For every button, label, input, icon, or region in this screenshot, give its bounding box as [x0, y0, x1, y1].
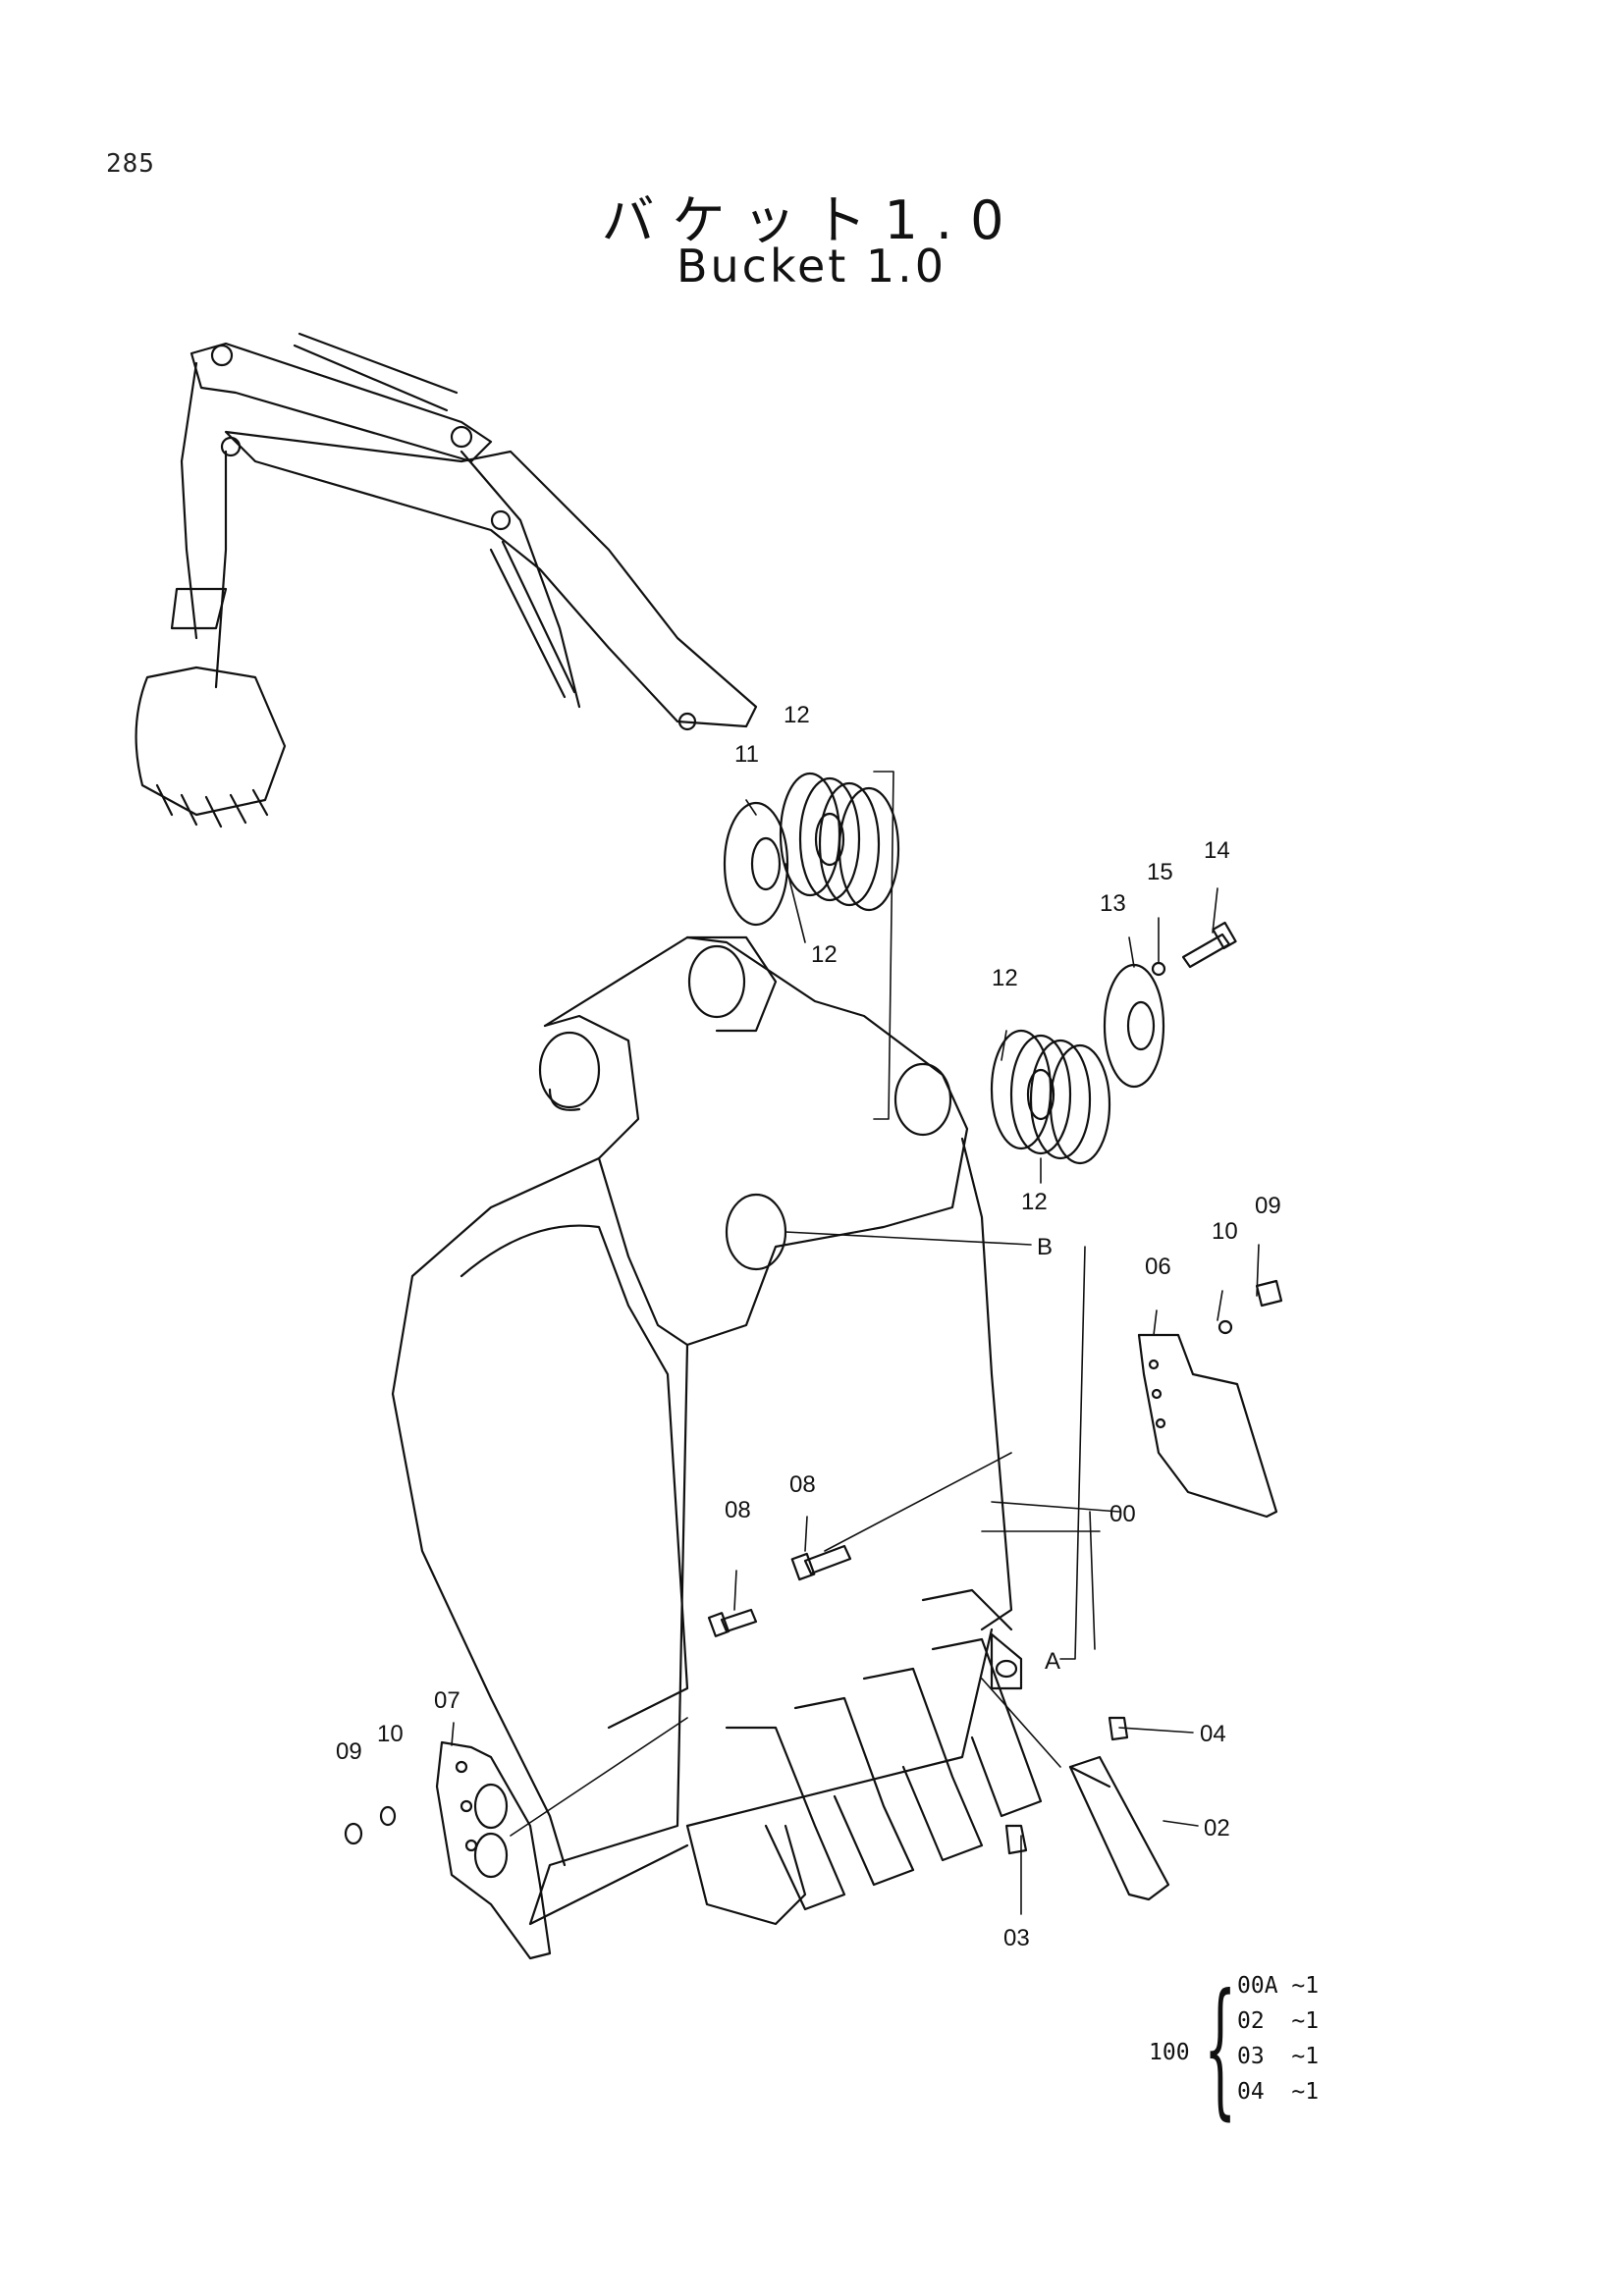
callout-11: 11: [734, 741, 759, 768]
side-cutter-06: [1137, 1279, 1283, 1519]
kit-part: 04: [1237, 2079, 1265, 2105]
kit-parent-number: 100: [1149, 2040, 1190, 2065]
kit-row: 02 ~1: [1237, 2008, 1319, 2044]
kit-qty: ~1: [1291, 2079, 1320, 2105]
kit-rows: 00A ~1 02 ~1 03 ~1 04 ~1: [1237, 1973, 1319, 2114]
callout-00: 00: [1109, 1501, 1136, 1527]
callout-a: A: [1045, 1648, 1060, 1675]
callout-labels: 11 12 12 12 12 13 14 15 B 06 10 09 08 08…: [336, 702, 1281, 1951]
kit-part: 00A: [1237, 1973, 1278, 1999]
callout-09: 09: [336, 1738, 362, 1765]
excavator-arm-thumbnail: [135, 332, 758, 828]
callout-08: 08: [789, 1471, 816, 1498]
side-cutter-07: [344, 1740, 552, 1960]
brace-glyph: {: [1204, 1963, 1237, 2134]
page-number: 285: [106, 149, 155, 179]
callout-07: 07: [434, 1687, 460, 1714]
callout-14: 14: [1204, 837, 1230, 864]
callout-04: 04: [1200, 1721, 1226, 1747]
kit-qty: ~1: [1291, 1973, 1320, 1999]
callout-10: 10: [1212, 1218, 1238, 1245]
callout-03: 03: [1003, 1925, 1030, 1951]
title-japanese: バケット1.0: [601, 189, 1022, 251]
leader-lines: [451, 771, 1260, 1915]
callout-12: 12: [811, 941, 838, 968]
callout-08: 08: [725, 1497, 751, 1523]
callout-15: 15: [1147, 859, 1173, 885]
bolts-08: [707, 1544, 852, 1637]
bucket-body: [391, 935, 1013, 1926]
tooth-02-and-pins: [1004, 1716, 1170, 1901]
shim-group-right: [990, 921, 1237, 1165]
kit-qty: ~1: [1291, 2008, 1320, 2034]
callout-02: 02: [1204, 1815, 1230, 1842]
kit-row: 04 ~1: [1237, 2079, 1319, 2114]
bucket-teeth: [685, 1588, 1043, 1926]
shim-group-upper: [723, 772, 900, 927]
kit-row: 00A ~1: [1237, 1973, 1319, 2008]
kit-part: 02: [1237, 2008, 1265, 2034]
callout-09: 09: [1255, 1193, 1281, 1219]
callout-12: 12: [992, 965, 1018, 991]
kit-part: 03: [1237, 2044, 1265, 2069]
title-english: Bucket 1.0: [676, 240, 947, 293]
kit-qty: ~1: [1291, 2044, 1320, 2069]
kit-row: 03 ~1: [1237, 2044, 1319, 2079]
callout-12: 12: [784, 702, 810, 728]
callout-b: B: [1037, 1234, 1053, 1260]
callout-12: 12: [1021, 1189, 1048, 1215]
callout-10: 10: [377, 1721, 404, 1747]
callout-06: 06: [1145, 1254, 1171, 1280]
callout-13: 13: [1100, 890, 1126, 917]
